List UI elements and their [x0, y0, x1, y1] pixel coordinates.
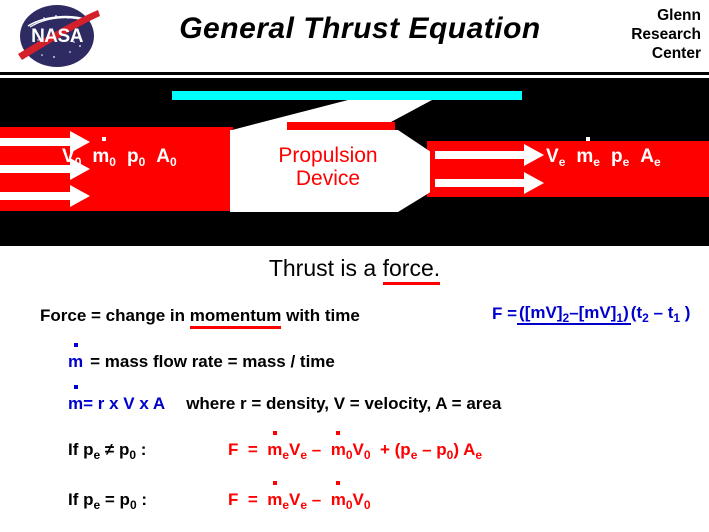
- inlet-velocity-symbol: V0: [62, 146, 82, 169]
- inlet-conditions-label: V0 m0 p0 A0: [62, 137, 188, 169]
- page-title: General Thrust Equation: [179, 12, 541, 45]
- glenn-research-center-label: Glenn Research Center: [591, 6, 701, 63]
- svg-text:NASA: NASA: [31, 26, 84, 47]
- fraction-numerator: ([mV]2–[mV]1): [517, 303, 631, 325]
- massflow-definition-line: m = mass flow rate = mass / time: [68, 343, 335, 372]
- grc-line-3: Center: [651, 45, 701, 62]
- massflow-definition-text: = mass flow rate = mass / time: [90, 352, 335, 371]
- exhaust-arrow-shaft-1: [435, 151, 526, 159]
- massflow-equation-line: m= r x V x A where r = density, V = veloc…: [68, 385, 502, 414]
- exit-massflow-symbol: me: [576, 137, 600, 169]
- massflow-equation-blue: = r x V x A: [83, 394, 166, 413]
- force-def-suffix: with time: [281, 306, 360, 325]
- device-label-line-2: Device: [295, 167, 361, 190]
- nasa-meatball-logo: NASA: [18, 5, 100, 67]
- exit-area-symbol: Ae: [640, 146, 661, 169]
- inlet-arrow-head-3: [70, 185, 90, 207]
- propulsion-device-label: Propulsion Device: [230, 144, 426, 190]
- grc-line-1: Glenn: [657, 7, 701, 24]
- heading-plain-text: Thrust is a: [268, 255, 383, 281]
- page-header: NASA General Thrust Equation Glenn Resea…: [0, 0, 709, 72]
- inlet-pressure-symbol: p0: [126, 146, 146, 169]
- wing-bar: [172, 91, 522, 100]
- condition-equal-pressure: If pe = p0 :: [68, 490, 148, 512]
- fraction-lead: F =: [492, 304, 518, 323]
- massflow-equation-where: where r = density, V = velocity, A = are…: [186, 394, 502, 413]
- condition-unequal-pressure: If pe ≠ p0 :: [68, 440, 147, 462]
- force-definition-line: Force = change in momentum with time: [40, 306, 360, 329]
- force-def-prefix: Force = change in: [40, 306, 190, 325]
- force-momentum-fraction-formula: F = ([mV]2–[mV]1)(t2 – t1 ): [492, 303, 690, 325]
- fraction-stack: ([mV]2–[mV]1)(t2 – t1 ): [517, 303, 690, 325]
- exhaust-flow-block: [427, 141, 709, 197]
- massflow-symbol-eq: m: [68, 385, 83, 414]
- massflow-symbol-def: m: [68, 343, 83, 372]
- exhaust-arrow-shaft-2: [435, 179, 526, 187]
- exit-velocity-symbol: Ve: [546, 146, 566, 169]
- header-divider: [0, 72, 709, 75]
- inlet-arrow-shaft-2: [0, 165, 72, 173]
- thrust-is-a-force-heading: Thrust is a force.: [0, 255, 709, 285]
- propulsion-device-body: [230, 130, 430, 212]
- inlet-area-symbol: A0: [156, 146, 177, 169]
- grc-line-2: Research: [631, 26, 701, 43]
- inlet-massflow-symbol: m0: [92, 137, 116, 169]
- exhaust-arrow-head-2: [524, 172, 544, 194]
- momentum-underlined-word: momentum: [189, 306, 282, 329]
- inlet-arrow-head-1: [70, 131, 90, 153]
- inlet-arrow-head-2: [70, 158, 90, 180]
- fraction-denominator: (t2 – t1 ): [630, 303, 691, 325]
- thrust-equation-general: F = meVe – m0V0 + (pe – p0) Ae: [228, 431, 482, 462]
- eq2-mdot-0: m: [331, 481, 346, 510]
- exit-pressure-symbol: pe: [610, 146, 630, 169]
- thrust-equation-matched: F = meVe – m0V0: [228, 481, 371, 512]
- inlet-arrow-shaft-3: [0, 192, 72, 200]
- eq1-mdot-e: m: [267, 431, 282, 460]
- device-label-line-1: Propulsion: [278, 144, 378, 167]
- eq1-mdot-0: m: [331, 431, 346, 460]
- inlet-arrow-shaft-1: [0, 138, 72, 146]
- pylon-red-bar: [287, 122, 395, 132]
- eq2-mdot-e: m: [267, 481, 282, 510]
- exhaust-arrow-head-1: [524, 144, 544, 166]
- heading-underlined-word: force.: [382, 255, 441, 285]
